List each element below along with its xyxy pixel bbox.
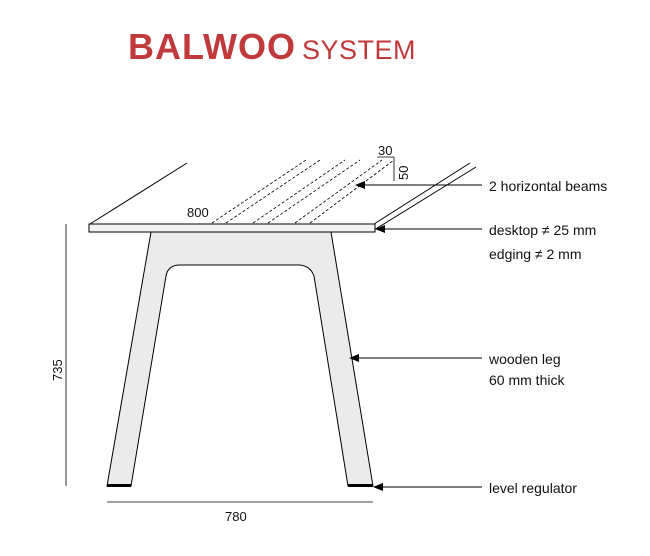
beam-height-label: 50 — [396, 166, 411, 180]
brand-name: BALWOO — [128, 26, 296, 67]
level-regulator-left — [107, 484, 131, 487]
beam-dimension-lines — [377, 156, 395, 181]
wooden-leg — [106, 231, 374, 487]
leg-callout: wooden leg — [488, 351, 561, 367]
desktop-callout: desktop ≠ 25 mm — [489, 222, 596, 238]
level-regulator-right — [348, 484, 373, 487]
edging-callout: edging ≠ 2 mm — [489, 246, 582, 262]
horizontal-beams — [211, 159, 395, 224]
width-label: 780 — [225, 509, 247, 524]
leg-thickness-callout: 60 mm thick — [489, 372, 565, 388]
beams-callout: 2 horizontal beams — [489, 178, 607, 194]
desktop-edge — [88, 223, 376, 233]
brand-suffix: SYSTEM — [301, 35, 417, 65]
beam-width-label: 30 — [378, 143, 392, 158]
height-label: 735 — [50, 359, 65, 381]
desktop-top — [89, 162, 477, 231]
desk-depth-label: 800 — [187, 205, 209, 220]
regulator-callout: level regulator — [489, 480, 577, 496]
callout-arrows — [349, 181, 482, 491]
